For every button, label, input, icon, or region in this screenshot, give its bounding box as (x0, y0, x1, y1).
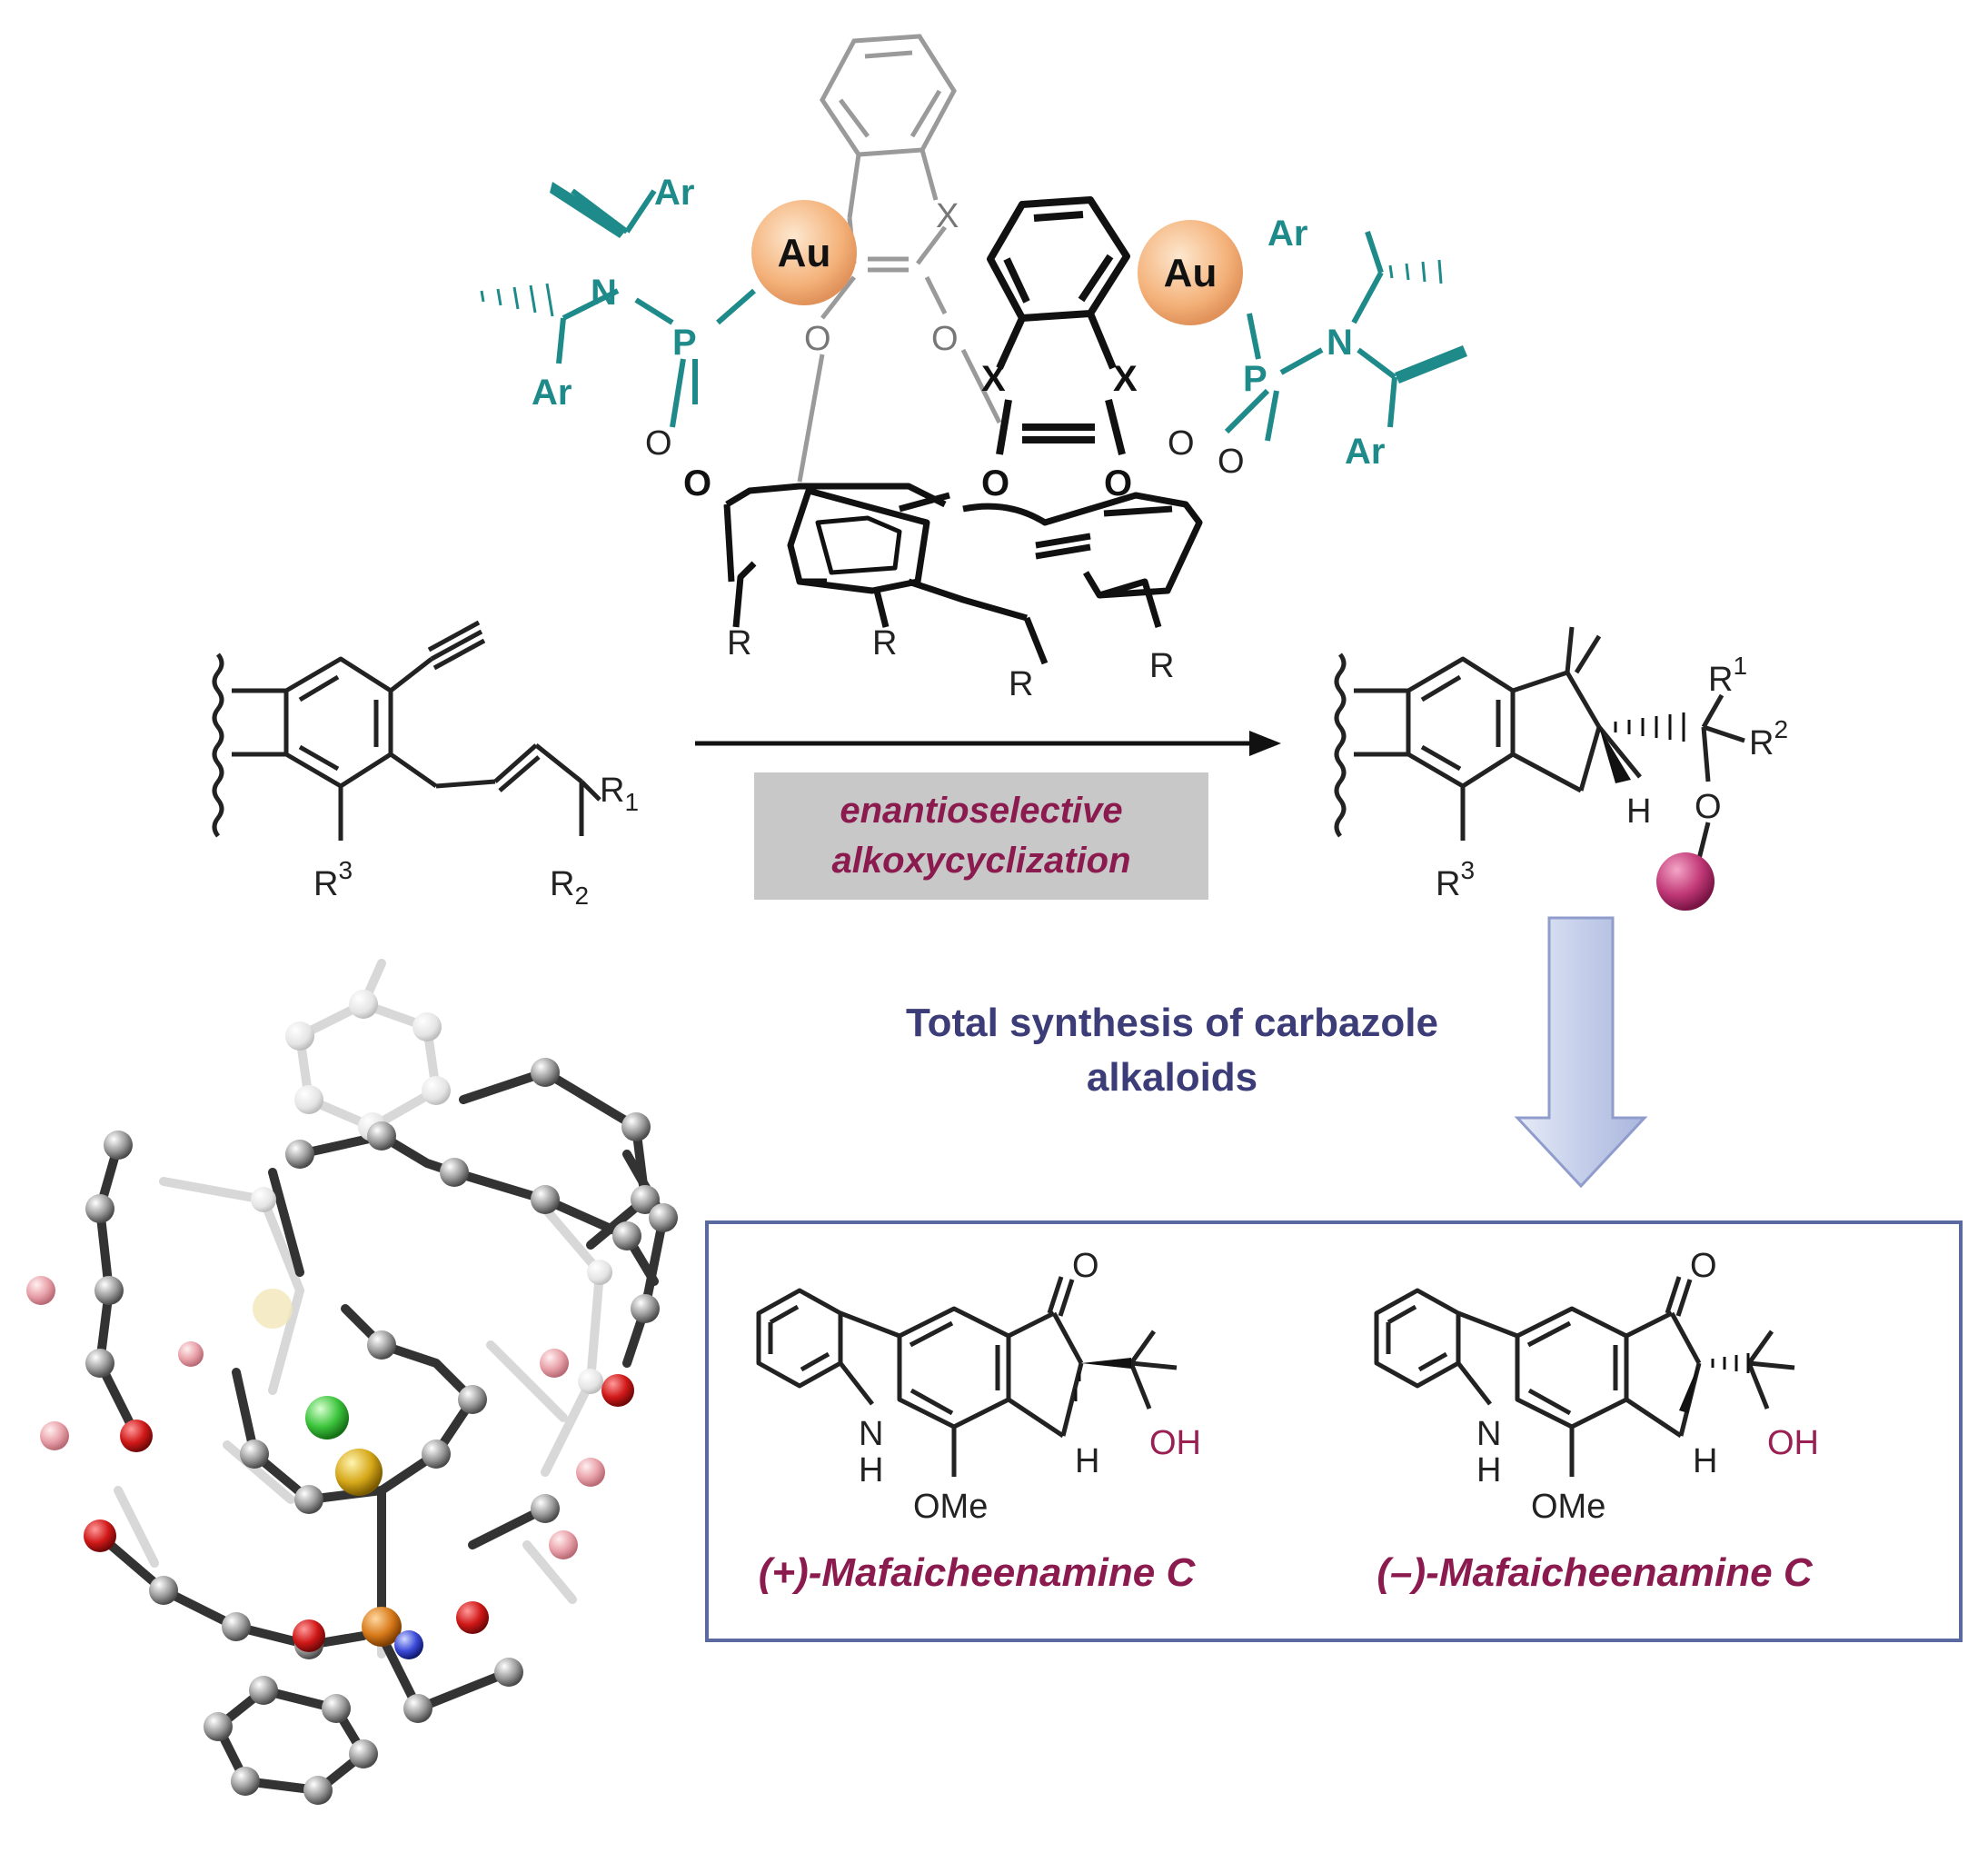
x-atom-upper: X (936, 197, 959, 235)
sm-r3-label: R3 (313, 856, 353, 903)
ar-label-left-bottom: Ar (532, 373, 572, 413)
o-atom-p-left-2: O (683, 463, 711, 503)
p-atom-right: P (1243, 359, 1267, 399)
p1-oh: OH (1149, 1424, 1201, 1462)
p1-nh-n: N (859, 1415, 883, 1453)
catalyst-structure: X O O X X O O Au Au (480, 34, 1467, 703)
n-atom-right: N (1327, 323, 1353, 363)
r-label-3: R (1009, 665, 1033, 703)
synthesis-note-line1: Total synthesis of carbazole (906, 1001, 1438, 1045)
model-n-atom (394, 1630, 423, 1659)
left-phosphoramidite (556, 188, 756, 428)
au-label-right: Au (1164, 251, 1218, 295)
o-atom-p-right-2: O (1218, 443, 1245, 481)
p2-nh-n: N (1476, 1415, 1501, 1453)
x-atom-left: X (981, 359, 1006, 399)
products-box (705, 1220, 1963, 1642)
ball-and-stick-model (26, 959, 678, 1805)
starting-material: R1 R2 R3 (212, 620, 639, 910)
product-r1-label: R1 (1708, 652, 1747, 699)
ar-label-right-top: Ar (1267, 214, 1307, 254)
reaction-label-line1: enantioselective (840, 791, 1122, 831)
model-p-atom (362, 1607, 402, 1647)
cyclization-product: H O R1 R2 R3 (1334, 626, 1788, 911)
synthesis-note-line2: alkaloids (1087, 1055, 1257, 1100)
sm-r2-label: R2 (550, 865, 589, 910)
p2-oh: OH (1767, 1424, 1819, 1462)
model-au-atom (335, 1449, 383, 1496)
reaction-arrow (695, 731, 1281, 756)
n-atom-left: N (591, 273, 617, 313)
o-atom-bold-left: O (981, 463, 1009, 503)
ar-label-right-bottom: Ar (1345, 432, 1385, 472)
product-r3-label: R3 (1436, 856, 1475, 903)
product-wedge (1599, 727, 1631, 783)
au-label-left: Au (778, 231, 831, 275)
au-sphere-left (751, 200, 857, 305)
p1-h: H (1075, 1442, 1099, 1480)
p1-name: (+)-Mafaicheenamine C (759, 1550, 1197, 1595)
product-r2-label: R2 (1749, 715, 1788, 762)
ar-label-left-top: Ar (654, 173, 694, 213)
r-label-2: R (872, 624, 897, 662)
p2-carbonyl-o: O (1690, 1247, 1717, 1285)
mafaicheenamine-plus: O N H H OH OMe (+)-Mafaicheenamine C (756, 1247, 1201, 1595)
right-phosphoramidite (1224, 231, 1397, 442)
upper-benzo-ring (797, 34, 1002, 483)
synthesis-down-arrow (1514, 916, 1648, 1189)
product-hash (1614, 712, 1685, 742)
r-label-1: R (727, 624, 751, 662)
p-atom-left: P (672, 323, 697, 363)
model-au-atom-back (253, 1289, 293, 1329)
reaction-label-line2: alkoxycyclization (831, 841, 1130, 881)
p1-carbonyl-o: O (1072, 1247, 1099, 1285)
o-atom-p-left-1: O (645, 424, 672, 463)
reaction-label-box (754, 772, 1208, 900)
p2-ome: OMe (1531, 1488, 1605, 1526)
r-label-4: R (1149, 647, 1174, 685)
sm-r1-label: R1 (600, 772, 639, 816)
solid-support-bead (1656, 852, 1715, 911)
p2-nh-h: H (1476, 1451, 1501, 1489)
o-atom-upper-right: O (931, 320, 959, 358)
product-h-label: H (1626, 792, 1651, 831)
au-sphere-right (1138, 220, 1243, 325)
model-cl-atom (305, 1396, 349, 1440)
mafaicheenamine-minus: O N H H OH OMe (–)-Mafaicheenamine C (1374, 1247, 1819, 1595)
p2-h: H (1693, 1442, 1717, 1480)
lower-benzo-ring (987, 196, 1130, 455)
o-atom-upper-left: O (804, 320, 831, 358)
p1-nh-h: H (859, 1451, 883, 1489)
hash-left (480, 283, 554, 317)
product-o-label: O (1695, 788, 1722, 826)
p2-name: (–)-Mafaicheenamine C (1377, 1550, 1813, 1595)
x-atom-right: X (1113, 359, 1138, 399)
calixarene-cavity (723, 483, 1203, 665)
hash-right (1388, 259, 1443, 284)
wedge-left-top (550, 182, 627, 238)
wedge-right-bottom (1395, 345, 1467, 384)
o-atom-p-right-1: O (1168, 424, 1195, 463)
p1-ome: OMe (913, 1488, 988, 1526)
